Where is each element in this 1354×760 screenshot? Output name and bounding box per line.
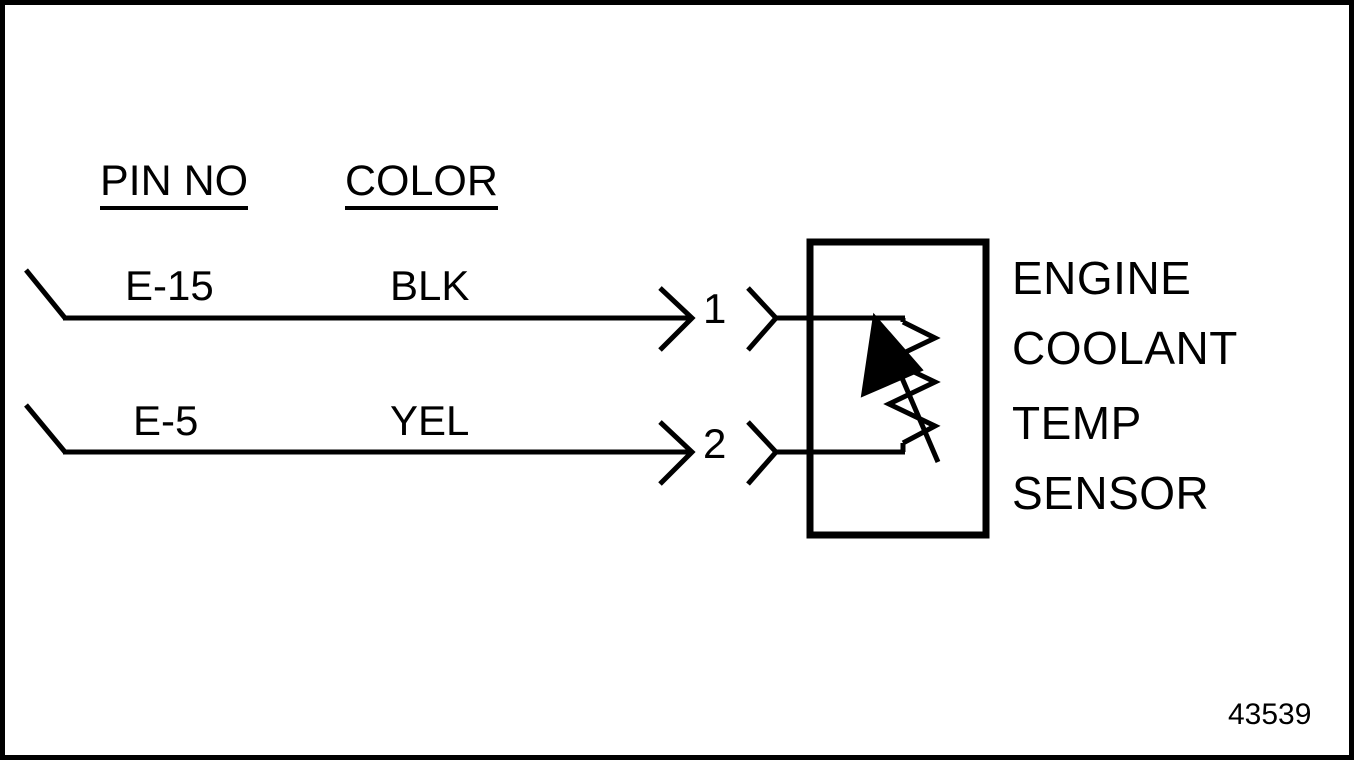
wire-color-label-1: BLK [390,262,470,309]
device-label-line-4: SENSOR [1012,467,1210,519]
wire-arrowhead-1 [658,286,696,352]
connector-pin-number-2: 2 [703,420,727,467]
connector-terminal-1 [746,286,905,352]
wire-arrowhead-2 [658,420,696,486]
column-header-color: COLOR [345,160,498,210]
thermistor-arrowhead [860,312,924,398]
sensor-enclosure-box [806,238,990,539]
wire-break-line-2 [24,403,67,454]
wire-pin-no-label-2: E-5 [133,397,199,444]
connector-chevron-2 [746,420,780,486]
device-label-line-2: COOLANT [1012,322,1238,374]
connector-pin-number-1: 1 [703,285,727,332]
wire-path-2 [24,403,696,486]
wire-pin-no-label-1: E-15 [125,262,214,309]
device-label-line-3: TEMP [1012,397,1142,449]
connector-terminal-2 [746,420,905,486]
thermistor-zigzag-element [883,319,941,446]
device-label-line-1: ENGINE [1012,252,1192,304]
column-header-pin-no: PIN NO [100,160,249,210]
wire-color-label-2: YEL [390,397,470,444]
wire-path-1 [24,268,696,352]
connector-chevron-1 [746,286,780,352]
figure-number: 43539 [1228,698,1312,731]
wire-break-line-1 [24,268,67,320]
